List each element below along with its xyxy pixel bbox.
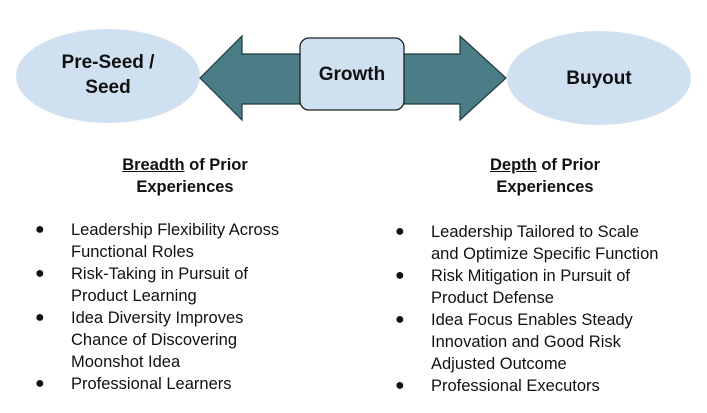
bullet-line: Innovation and Good Risk	[431, 333, 621, 351]
breadth-heading-line2: Experiences	[136, 178, 234, 196]
bullet-dot-icon: ●	[395, 267, 405, 284]
bullet-line: Product Defense	[431, 289, 554, 307]
depth-heading-line2: Experiences	[496, 178, 594, 196]
growth-box	[299, 37, 405, 111]
bullet-line: Risk Mitigation in Pursuit of	[431, 267, 630, 285]
growth-label: Growth	[318, 64, 386, 85]
bullet-line: Professional Learners	[71, 375, 232, 393]
bullet-line: Idea Focus Enables Steady	[431, 311, 633, 329]
bullet-dot-icon: ●	[35, 375, 45, 392]
bullet-line: Moonshot Idea	[71, 353, 181, 371]
pre-seed-label-line1: Pre-Seed /	[61, 52, 155, 73]
depth-heading-rest: of Prior	[536, 156, 600, 174]
bullet-item: ● Idea Diversity Improves Chance of Disc…	[35, 307, 335, 373]
breadth-heading-keyword: Breadth	[122, 156, 185, 174]
bullet-dot-icon: ●	[35, 265, 45, 282]
bullet-item: ● Professional Learners	[35, 373, 335, 395]
buyout-label: Buyout	[566, 68, 632, 89]
buyout-oval	[507, 31, 691, 125]
bullet-line: Idea Diversity Improves	[71, 309, 244, 327]
pre-seed-oval	[16, 29, 200, 123]
bullet-line: Leadership Tailored to Scale	[431, 223, 639, 241]
depth-heading: Depth of Prior Experiences	[430, 154, 660, 198]
bullet-dot-icon: ●	[395, 223, 405, 240]
breadth-heading-rest: of Prior	[184, 156, 248, 174]
bullet-dot-icon: ●	[395, 377, 405, 394]
bullet-item: ● Idea Focus Enables Steady Innovation a…	[395, 309, 705, 375]
bullet-line: Functional Roles	[71, 243, 194, 261]
bullet-dot-icon: ●	[395, 311, 405, 328]
bullet-item: ● Leadership Flexibility Across Function…	[35, 219, 335, 263]
bullet-dot-icon: ●	[35, 309, 45, 326]
bullet-dot-icon: ●	[35, 221, 45, 238]
bullet-line: Adjusted Outcome	[431, 355, 567, 373]
bullet-line: Professional Executors	[431, 377, 600, 395]
bullet-line: and Optimize Specific Function	[431, 245, 659, 263]
depth-bullet-list: ● Leadership Tailored to Scale and Optim…	[395, 221, 705, 397]
bullet-item: ● Risk-Taking in Pursuit of Product Lear…	[35, 263, 335, 307]
depth-heading-keyword: Depth	[489, 156, 537, 174]
bullet-item: ● Professional Executors	[395, 375, 705, 397]
bullet-line: Risk-Taking in Pursuit of	[71, 265, 248, 283]
bullet-line: Leadership Flexibility Across	[71, 221, 280, 239]
bullet-item: ● Risk Mitigation in Pursuit of Product …	[395, 265, 705, 309]
pre-seed-label: Pre-Seed / Seed	[40, 50, 176, 100]
pre-seed-label-line2: Seed	[85, 77, 131, 98]
bullet-line: Product Learning	[71, 287, 197, 305]
bullet-line: Chance of Discovering	[71, 331, 237, 349]
breadth-heading: Breadth of Prior Experiences	[70, 154, 300, 198]
bullet-item: ● Leadership Tailored to Scale and Optim…	[395, 221, 705, 265]
breadth-bullet-list: ● Leadership Flexibility Across Function…	[35, 219, 335, 395]
